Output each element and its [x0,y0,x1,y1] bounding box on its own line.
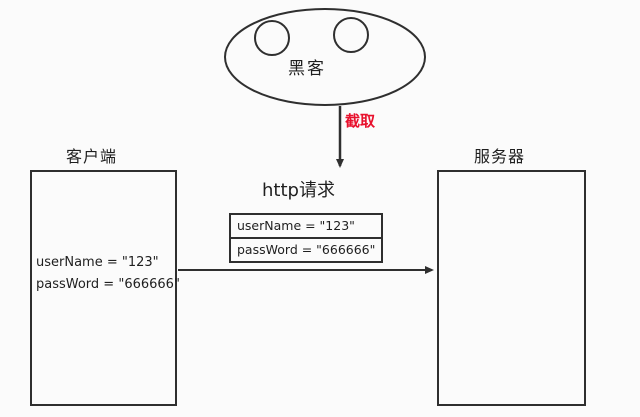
server-box [437,170,586,406]
hacker-left-eye-icon [254,20,290,56]
intercept-label: 截取 [345,112,376,130]
client-box [30,170,177,406]
http-request-title: http请求 [262,180,335,201]
client-password-field: passWord = "666666" [36,277,180,292]
client-username-field: userName = "123" [36,255,159,270]
request-password-field: passWord = "666666" [231,237,381,261]
client-label: 客户端 [66,147,118,166]
request-payload-box: userName = "123" passWord = "666666" [229,213,383,263]
server-label: 服务器 [474,147,526,166]
hacker-head-shape [224,8,426,106]
request-username-field: userName = "123" [237,218,355,233]
hacker-right-eye-icon [333,17,369,53]
hacker-label: 黑客 [288,59,326,79]
